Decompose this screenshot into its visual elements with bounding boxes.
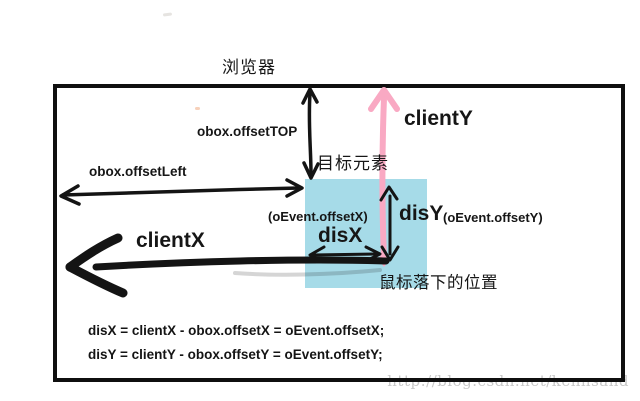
target-element-label: 目标元素 [317, 154, 389, 173]
page-title: 浏览器 [222, 58, 276, 77]
dis-y-label: disY [399, 202, 444, 225]
client-x-label: clientX [136, 229, 205, 252]
offset-top-arrow [301, 87, 320, 180]
formula-block: disX = clientX - obox.offsetX = oEvent.o… [88, 323, 384, 371]
dis-x-label: disX [318, 224, 363, 247]
offset-left-arrow [59, 178, 304, 206]
offset-top-label: obox.offsetTOP [197, 124, 298, 139]
client-y-label: clientY [404, 107, 473, 130]
formula-dis-x: disX = clientX - obox.offsetX = oEvent.o… [88, 323, 385, 338]
mouse-position-label: 鼠标落下的位置 [379, 274, 498, 292]
client-y-arrow [368, 87, 400, 261]
browser-window-box [53, 84, 625, 382]
offset-left-label: obox.offsetLeft [89, 164, 187, 179]
oevent-offset-y-label: (oEvent.offsetY) [443, 210, 543, 225]
formula-dis-y: disY = clientY - obox.offsetY = oEvent.o… [88, 347, 383, 362]
client-x-arrow [65, 233, 390, 298]
target-element-box [305, 179, 427, 288]
oevent-offset-x-label: (oEvent.offsetX) [268, 209, 368, 224]
stray-mark [195, 107, 200, 110]
dis-y-arrow [379, 185, 400, 262]
black-arrows [59, 87, 400, 298]
